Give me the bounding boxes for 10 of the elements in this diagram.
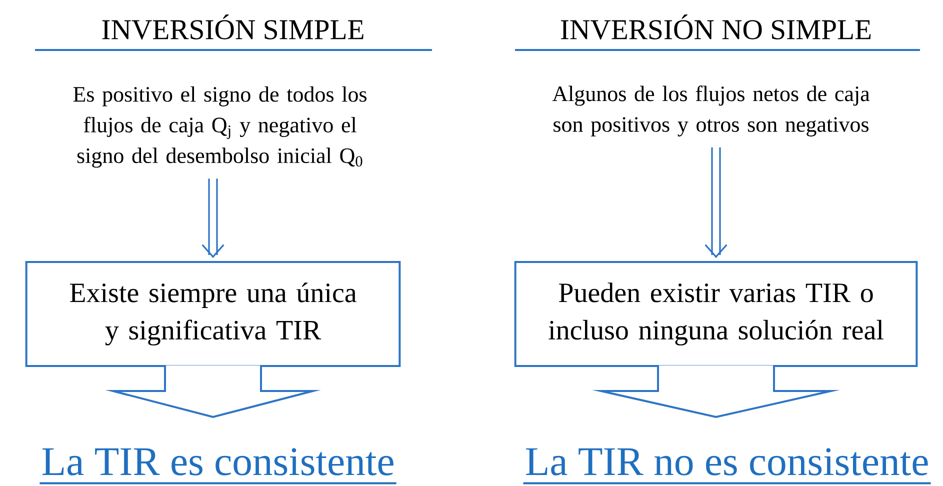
callout-box: Existe siempre una única y significativa TIR [25, 261, 401, 418]
conclusion-text: La TIR es consistente [42, 448, 394, 476]
heading: INVERSIÓN SIMPLE [102, 14, 364, 40]
description-text: Algunos de los flujos netos de caja son positivos y otros son negativos [552, 86, 870, 136]
double-arrow [202, 178, 224, 258]
callout-box: Pueden existir varias TIR o incluso ninguna solución real [514, 261, 918, 418]
description-text: Es positivo el signo de todos los flujos de caja Q$_{j}$ y negativo el signo del desembolso inicial Q$_{0}$ [73, 86, 366, 168]
double-arrow [704, 146, 728, 258]
conclusion-text: La TIR no es consistente [526, 448, 928, 476]
heading: INVERSIÓN NO SIMPLE [560, 14, 871, 40]
